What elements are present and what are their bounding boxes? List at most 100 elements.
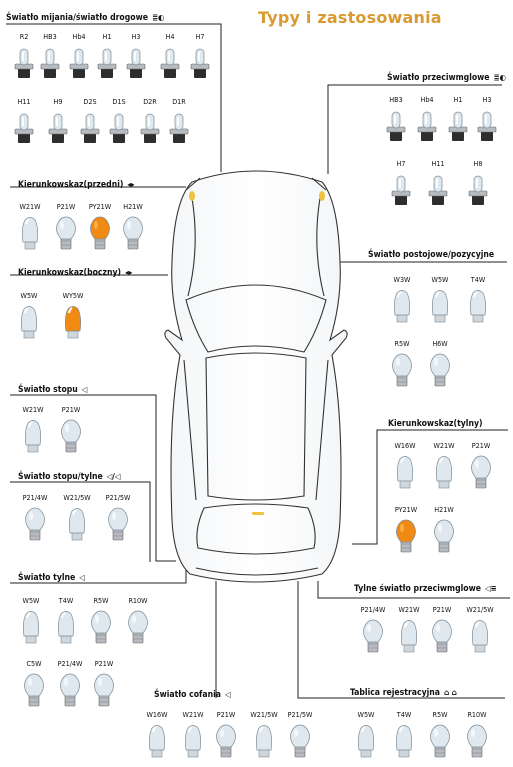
bulb-p21-5w-icon <box>103 505 133 547</box>
bulb-label: W21/5W <box>250 710 278 719</box>
bulb-label: W21W <box>433 441 455 450</box>
bulb-label: T4W <box>470 275 486 284</box>
bulb-w5w-icon <box>16 608 46 650</box>
bulb-label: R5W <box>432 710 448 719</box>
section-title-text: Światło cofania <box>154 690 221 700</box>
page-title: Typy i zastosowania <box>258 8 442 27</box>
bulb-w21-5w-icon <box>62 505 92 547</box>
bulb-h6w-icon <box>425 351 455 393</box>
bulb-label: W5W <box>431 275 449 284</box>
bulb-p21-5w-icon <box>285 722 315 764</box>
bulb-label: H7 <box>396 159 406 168</box>
lamp-symbol-icon: ◁/◁ <box>106 472 121 481</box>
section-title-kier-tylny: Kierunkowskaz(tylny) <box>388 419 483 430</box>
leader-mijania <box>6 23 222 172</box>
bulb-p21w-icon <box>56 417 86 459</box>
lamp-symbol-icon: ◁ <box>224 690 231 699</box>
leader-stopu <box>10 394 176 562</box>
bulb-label: H6W <box>432 339 448 348</box>
leader-tablica <box>297 581 505 699</box>
bulb-label: R2 <box>19 32 29 41</box>
bulb-p21w-icon <box>211 722 241 764</box>
section-title-text: Kierunkowskaz(tylny) <box>388 419 483 429</box>
section-title-text: Światło przeciwmglowe <box>387 73 490 83</box>
bulb-label: T4W <box>58 596 74 605</box>
bulb-w21w-icon <box>15 214 45 256</box>
section-title-tylne-mgl: Tylne światło przeciwmglowe◁≡ <box>354 583 497 595</box>
bulb-h21w-icon <box>429 517 459 559</box>
bulb-h4-icon <box>155 44 185 86</box>
bulb-label: HB3 <box>43 32 57 41</box>
bulb-c5w-icon <box>19 671 49 713</box>
bulb-label: H1 <box>102 32 112 41</box>
bulb-hb4-icon <box>412 107 442 149</box>
lamp-symbol-icon: ◂▸ <box>127 180 135 189</box>
bulb-label: H8 <box>473 159 483 168</box>
section-title-stopu: Światło stopu◁ <box>18 384 87 396</box>
bulb-label: P21/5W <box>105 493 131 502</box>
bulb-label: R5W <box>93 596 109 605</box>
leader-przeciwmgl <box>327 84 502 174</box>
bulb-label: H7 <box>195 32 205 41</box>
bulb-py21w-icon <box>85 214 115 256</box>
section-title-text: Światło postojowe/pozycyjne <box>368 250 495 260</box>
bulb-t4w-icon <box>389 722 419 764</box>
lamp-symbol-icon: ◁ <box>79 573 85 582</box>
bulb-w5w-icon <box>351 722 381 764</box>
bulb-label: H11 <box>17 97 31 106</box>
bulb-label: P21W <box>61 405 81 414</box>
section-title-text: Światło stopu <box>18 385 78 395</box>
section-title-tablica: Tablica rejestracyjna⌂ ⌂ <box>350 687 457 699</box>
section-title-kier-boczny: Kierunkowskaz(boczny)◂▸ <box>18 267 132 279</box>
bulb-label: H9 <box>53 97 63 106</box>
bulb-label: H21W <box>123 202 143 211</box>
bulb-label: Hb4 <box>420 95 434 104</box>
bulb-label: H21W <box>434 505 454 514</box>
lamp-symbol-icon: ⌂ ⌂ <box>443 688 457 697</box>
bulb-w21w-icon <box>178 722 208 764</box>
bulb-t4w-icon <box>51 608 81 650</box>
bulb-label: W21/5W <box>63 493 91 502</box>
bulb-label: R10W <box>128 596 148 605</box>
section-title-mijania: Światło mijania/światło drogowe≣◐ <box>6 12 164 24</box>
bulb-w5w-icon <box>425 287 455 329</box>
bulb-label: D2R <box>143 97 157 106</box>
bulb-label: P21/4W <box>22 493 48 502</box>
leader-tylne <box>10 566 187 584</box>
bulb-h8-icon <box>463 171 493 213</box>
section-title-text: Światło stopu/tylne <box>18 472 103 482</box>
bulb-h1-icon <box>443 107 473 149</box>
bulb-label: W5W <box>20 291 38 300</box>
bulb-label: WY5W <box>62 291 84 300</box>
bulb-h3-icon <box>121 44 151 86</box>
bulb-d1s-icon <box>104 109 134 151</box>
section-title-text: Tylne światło przeciwmglowe <box>354 584 481 594</box>
bulb-d2r-icon <box>135 109 165 151</box>
section-title-postojowe: Światło postojowe/pozycyjne <box>368 250 494 261</box>
bulb-label: H3 <box>131 32 141 41</box>
bulb-label: HB3 <box>389 95 403 104</box>
bulb-label: T4W <box>396 710 412 719</box>
bulb-h7-icon <box>386 171 416 213</box>
bulb-h21w-icon <box>118 214 148 256</box>
bulb-w3w-icon <box>387 287 417 329</box>
bulb-label: R5W <box>394 339 410 348</box>
bulb-r5w-icon <box>425 722 455 764</box>
bulb-w21w-icon <box>429 453 459 495</box>
lamp-symbol-icon: ◂▸ <box>125 268 133 277</box>
bulb-py21w-icon <box>391 517 421 559</box>
bulb-label: PY21W <box>394 505 418 514</box>
bulb-w16w-icon <box>390 453 420 495</box>
bulb-label: D2S <box>83 97 97 106</box>
lamp-symbol-icon: ◁ <box>81 385 88 394</box>
bulb-label: H4 <box>165 32 175 41</box>
bulb-w5w-icon <box>14 303 44 345</box>
section-title-tylne: Światło tylne◁ <box>18 572 85 584</box>
bulb-p21w-icon <box>466 453 496 495</box>
bulb-hb4-icon <box>64 44 94 86</box>
section-title-cofania: Światło cofania◁ <box>154 689 231 701</box>
bulb-label: W16W <box>394 441 416 450</box>
bulb-w21-5w-icon <box>249 722 279 764</box>
bulb-label: W5W <box>22 596 40 605</box>
bulb-label: P21W <box>94 659 114 668</box>
